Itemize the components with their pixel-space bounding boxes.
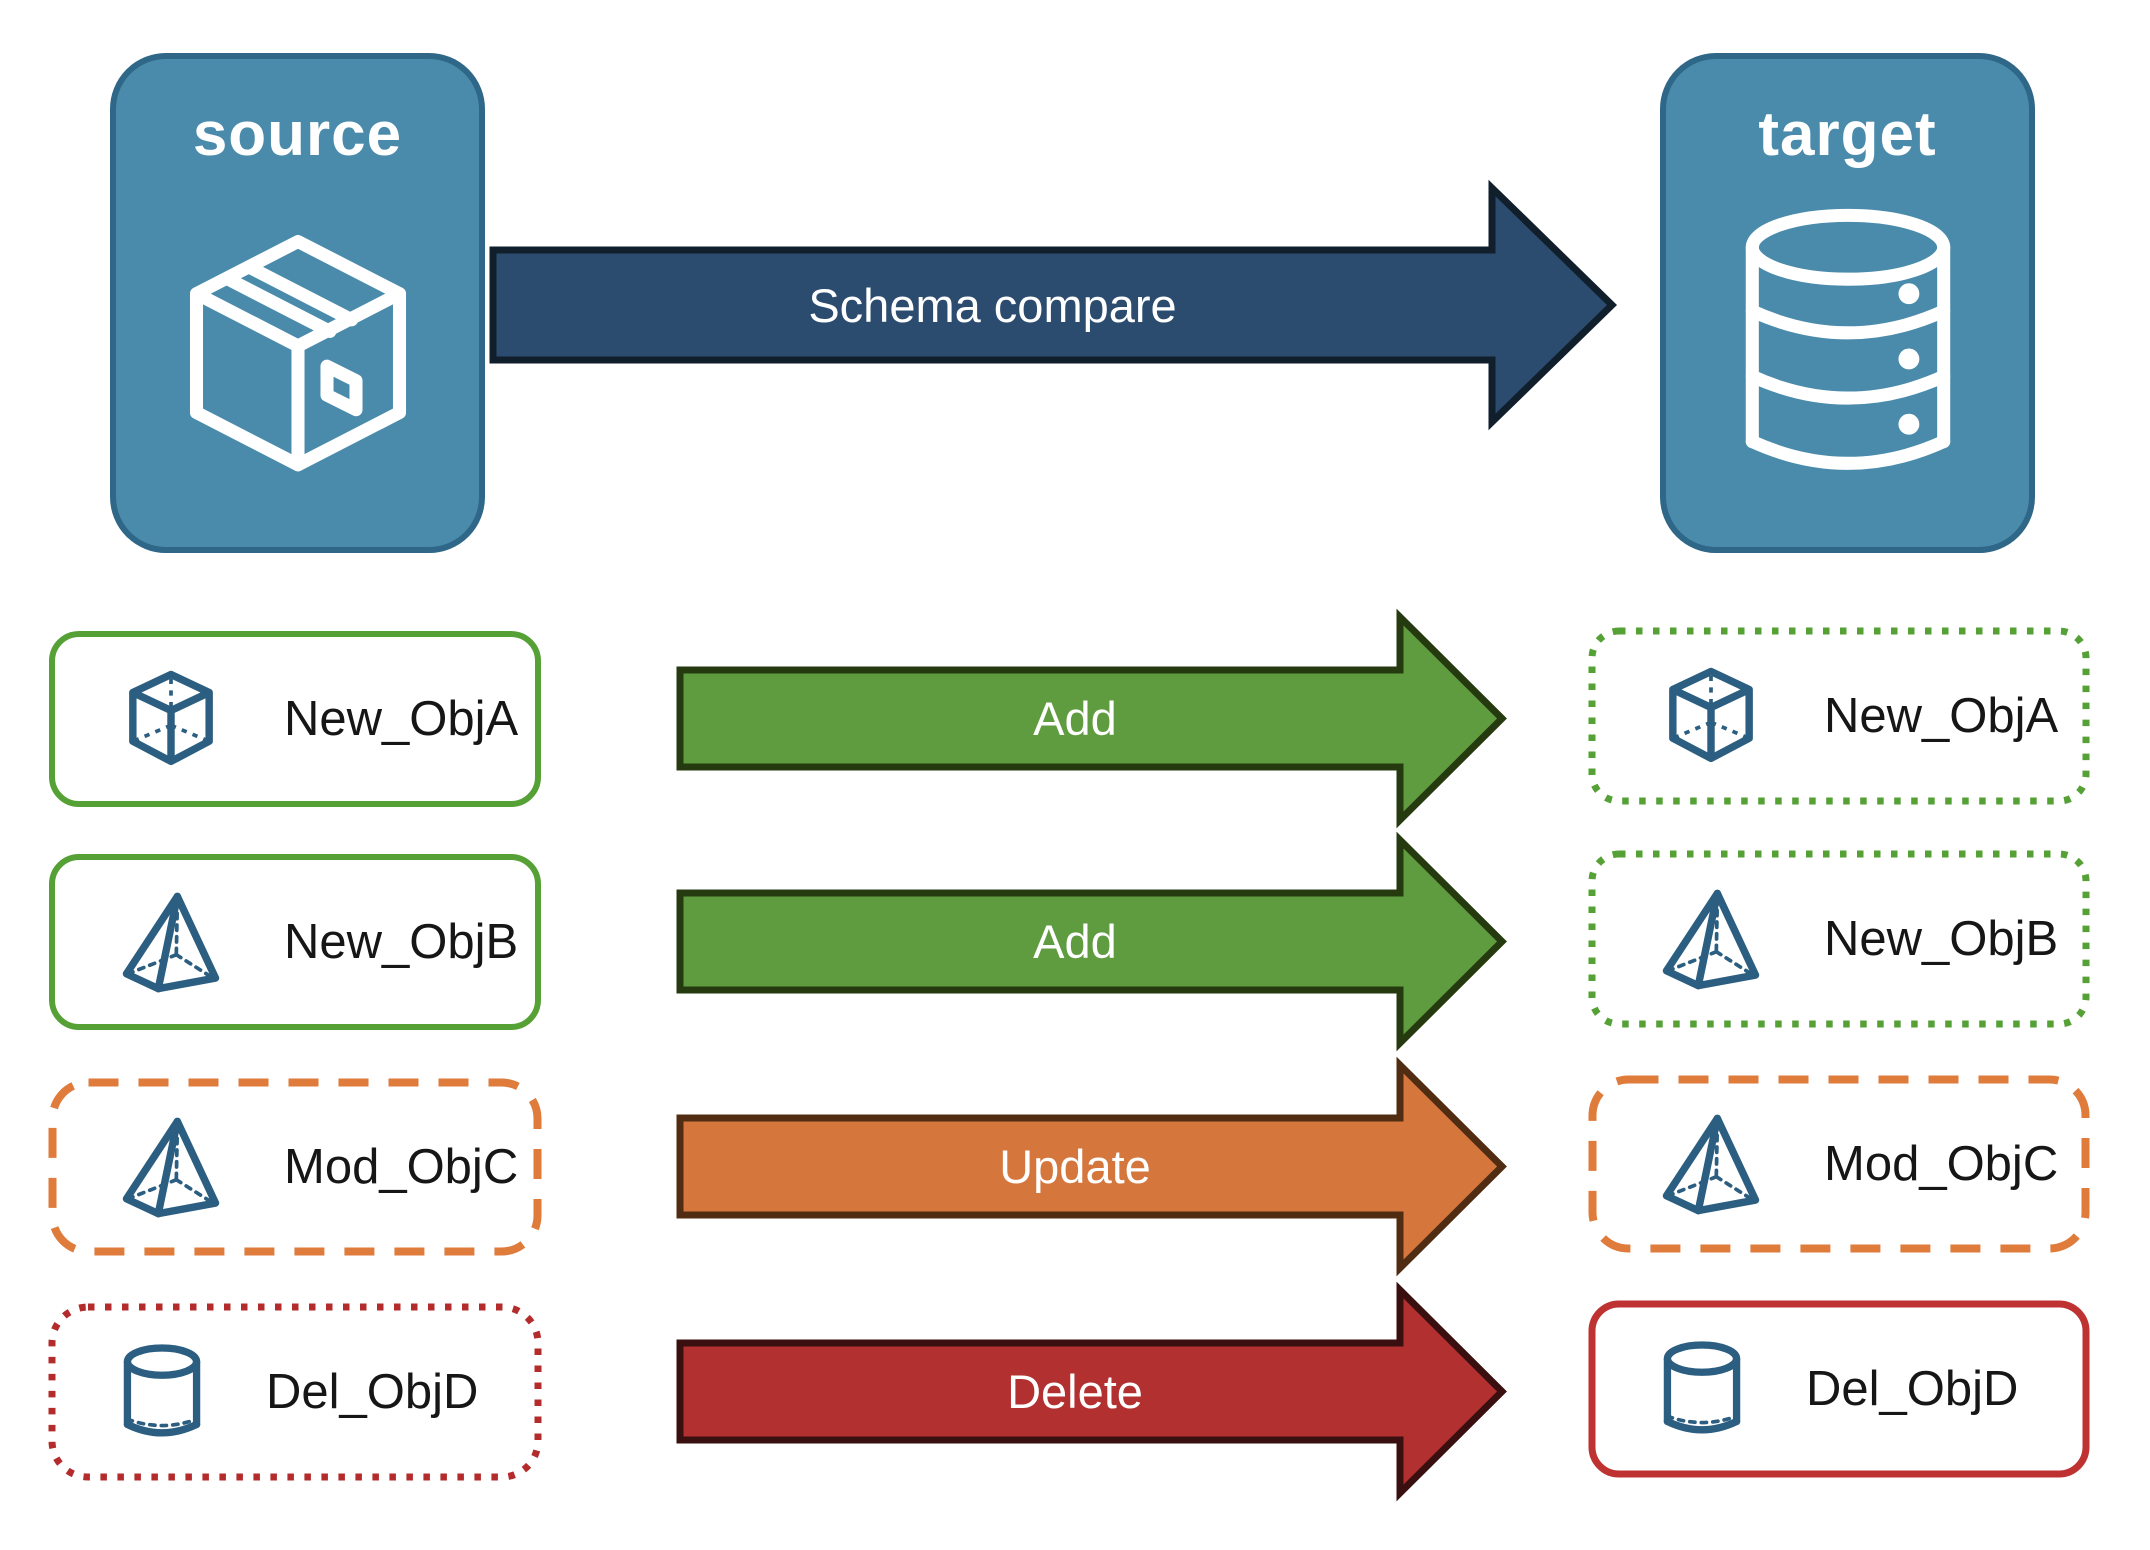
cube-icon: [1658, 663, 1764, 769]
target-object-mod-objc: Mod_ObjC: [1588, 1075, 2090, 1253]
object-label: New_ObjA: [284, 692, 519, 746]
source-object-del-objd: Del_ObjD: [48, 1303, 542, 1481]
cylinder-icon: [1658, 1336, 1746, 1442]
source-object-mod-objc: Mod_ObjC: [48, 1078, 542, 1256]
target-card: target: [1660, 53, 2035, 553]
database-icon: [1703, 188, 1993, 498]
pyramid-icon: [118, 889, 224, 995]
source-card: source: [110, 53, 485, 553]
cylinder-icon: [118, 1339, 206, 1445]
pyramid-icon: [1658, 886, 1764, 992]
object-label: Mod_ObjC: [284, 1140, 519, 1194]
target-object-new-obja: New_ObjA: [1588, 627, 2090, 805]
object-label: New_ObjB: [284, 915, 519, 969]
add-arrow-row2: [676, 831, 1507, 1052]
object-label: New_ObjB: [1824, 912, 2059, 966]
add-arrow-row1: [676, 608, 1507, 829]
target-card-title: target: [1758, 100, 1937, 169]
object-label: Mod_ObjC: [1824, 1137, 2059, 1191]
target-object-new-objb: New_ObjB: [1588, 850, 2090, 1028]
cube-icon: [118, 666, 224, 772]
pyramid-icon: [118, 1114, 224, 1220]
target-object-del-objd: Del_ObjD: [1588, 1300, 2090, 1478]
package-box-icon: [153, 188, 443, 498]
source-object-new-obja: New_ObjA: [48, 630, 542, 808]
object-label: Del_ObjD: [266, 1365, 479, 1419]
schema-compare-arrow: [489, 179, 1618, 431]
update-arrow: [676, 1056, 1507, 1277]
pyramid-icon: [1658, 1111, 1764, 1217]
source-object-new-objb: New_ObjB: [48, 853, 542, 1031]
source-card-title: source: [192, 100, 403, 169]
object-label: New_ObjA: [1824, 689, 2059, 743]
object-label: Del_ObjD: [1806, 1362, 2019, 1416]
delete-arrow: [676, 1281, 1507, 1502]
